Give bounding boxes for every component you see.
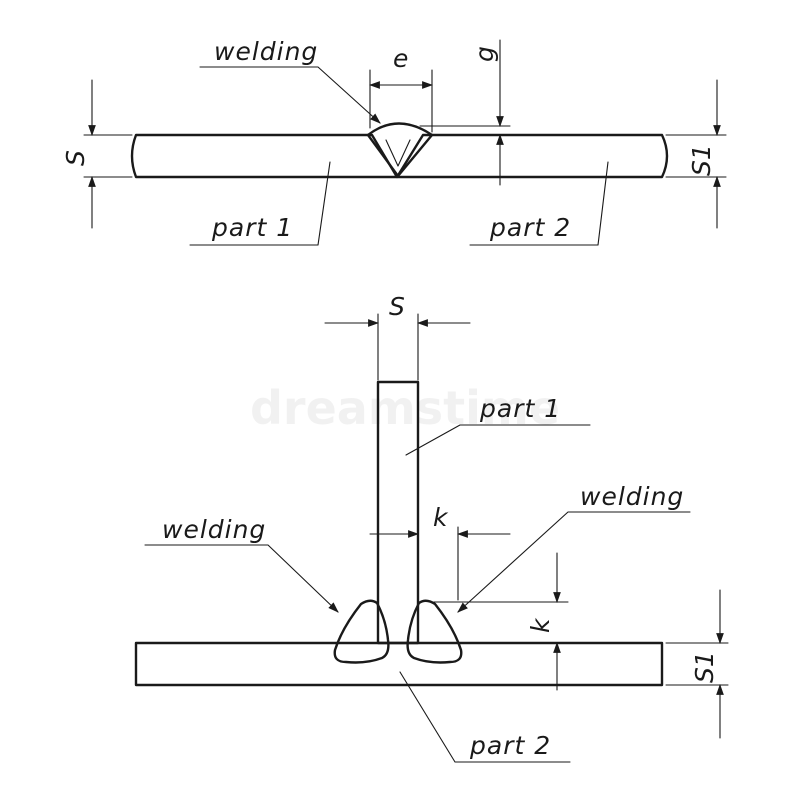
butt-joint-view: welding e g S S1 part 1 part 2 bbox=[61, 37, 727, 246]
tee-part2-leader bbox=[399, 671, 571, 763]
butt-part1-leader bbox=[189, 161, 331, 246]
butt-g-dimension-label: g bbox=[470, 46, 499, 62]
butt-s-dimension-label: S bbox=[61, 150, 90, 166]
butt-part2-label: part 2 bbox=[489, 213, 571, 242]
tee-welding-right-label: welding bbox=[580, 482, 684, 511]
tee-welding-right-leader bbox=[457, 511, 691, 613]
tee-k-vertical-label: k bbox=[526, 617, 555, 633]
tee-s1-dimension-label: S1 bbox=[690, 651, 719, 683]
butt-plate-part2 bbox=[395, 133, 669, 179]
tee-part1-label: part 1 bbox=[479, 394, 561, 423]
tee-weld-left bbox=[333, 599, 390, 664]
watermark-text: dreamstime bbox=[250, 381, 560, 435]
butt-plate-part1 bbox=[130, 133, 399, 179]
butt-weld-inner bbox=[385, 139, 411, 167]
butt-welding-leader bbox=[199, 66, 381, 124]
tee-k-horizontal-label: k bbox=[433, 503, 449, 532]
butt-weld-bead bbox=[366, 122, 434, 178]
tee-part2-label: part 2 bbox=[469, 731, 551, 760]
tee-weld-right bbox=[406, 599, 463, 664]
butt-part2-leader bbox=[469, 161, 609, 246]
butt-welding-label: welding bbox=[214, 37, 318, 66]
tee-joint-view: S part 1 k k S1 welding welding part 2 bbox=[134, 292, 729, 763]
tee-welding-left-leader bbox=[144, 544, 339, 613]
butt-e-dimension-label: e bbox=[393, 44, 408, 73]
tee-welding-left-label: welding bbox=[162, 515, 266, 544]
tee-part1-leader bbox=[405, 424, 591, 456]
butt-s1-dimension-label: S1 bbox=[687, 144, 716, 176]
butt-part1-label: part 1 bbox=[211, 213, 293, 242]
tee-s-dimension-label: S bbox=[389, 292, 405, 321]
tee-base-plate bbox=[134, 641, 664, 687]
tee-vertical-plate bbox=[376, 380, 420, 645]
